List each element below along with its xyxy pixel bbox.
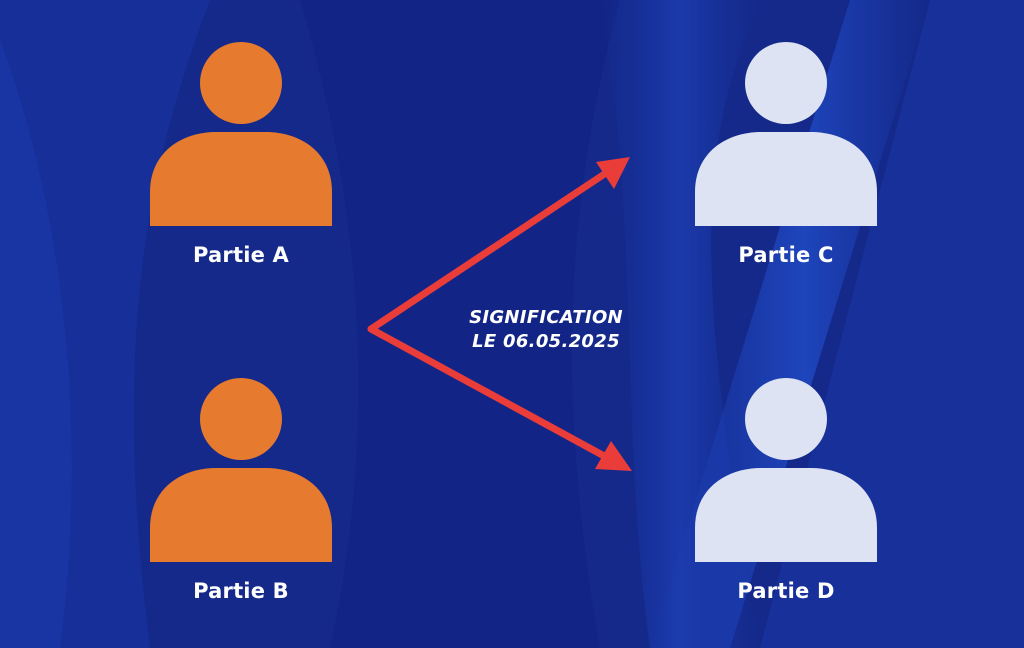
signification-title: SIGNIFICATION	[469, 307, 623, 328]
person-icon	[695, 42, 877, 226]
person-body	[150, 468, 332, 562]
party-c: Partie C	[691, 42, 881, 267]
person-icon	[150, 42, 332, 226]
arrow-to-party-c	[367, 169, 610, 333]
signification-date: LE 06.05.2025	[472, 331, 620, 352]
party-b: Partie B	[146, 378, 336, 603]
person-body	[150, 132, 332, 226]
party-label: Partie B	[193, 579, 289, 603]
person-icon	[695, 378, 877, 562]
party-d: Partie D	[691, 378, 881, 603]
party-label: Partie C	[738, 243, 834, 267]
person-head	[745, 42, 827, 124]
person-head	[200, 378, 282, 460]
arrow-to-party-d	[367, 325, 610, 461]
arrowhead-down	[595, 441, 632, 471]
party-label: Partie D	[737, 579, 835, 603]
person-body	[695, 468, 877, 562]
person-head	[200, 42, 282, 124]
party-a: Partie A	[146, 42, 336, 267]
person-head	[745, 378, 827, 460]
arrowhead-up	[596, 157, 630, 189]
signification-label: SIGNIFICATION LE 06.05.2025	[436, 306, 656, 354]
person-icon	[150, 378, 332, 562]
party-label: Partie A	[193, 243, 289, 267]
person-body	[695, 132, 877, 226]
